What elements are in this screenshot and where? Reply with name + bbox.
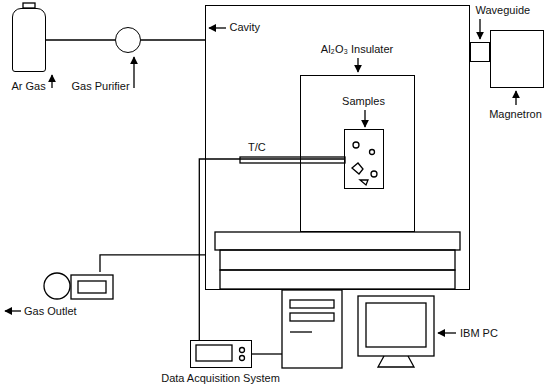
part-label: Gas Outlet xyxy=(24,305,77,318)
computer: IBM PC xyxy=(282,290,434,368)
daq-knob xyxy=(240,356,245,361)
connector-line xyxy=(141,39,205,40)
callout-arrow xyxy=(5,310,21,311)
drive-slot xyxy=(290,331,312,332)
support-band xyxy=(220,270,455,289)
sample-pieces xyxy=(352,142,377,185)
gas-cylinder: Ar Gas xyxy=(12,8,46,72)
part-label: Magnetron xyxy=(489,108,542,121)
connector-line xyxy=(100,255,205,272)
part-label: Data Acquisition System xyxy=(161,372,280,385)
monitor-stand xyxy=(378,356,414,367)
connector-line xyxy=(252,353,282,354)
part-label: Samples xyxy=(342,95,385,108)
daq-knob xyxy=(240,348,245,353)
part-label: Waveguide xyxy=(476,4,531,17)
pump-panel xyxy=(78,281,106,293)
callout-arrow xyxy=(209,27,226,28)
waveguide: Waveguide xyxy=(470,42,490,62)
part-label: Al₂O₃ Insulater xyxy=(321,43,393,56)
support-band xyxy=(215,232,460,250)
callout-arrow xyxy=(515,91,516,105)
pump-body xyxy=(71,275,113,299)
data-acquisition-box: Data Acquisition System xyxy=(190,340,252,368)
part-label: T/C xyxy=(248,141,266,154)
callout-arrow xyxy=(51,75,52,88)
part-label: IBM PC xyxy=(460,327,498,340)
part-label: Ar Gas xyxy=(12,80,46,93)
daq-screen xyxy=(196,345,232,361)
part-label: Cavity xyxy=(230,21,261,34)
magnetron: Magnetron xyxy=(490,30,544,88)
part-label: Gas Purifier xyxy=(72,80,130,93)
sample-holder: Samples xyxy=(344,129,384,189)
vacuum-pump: Gas Outlet xyxy=(40,272,115,300)
pc-tower xyxy=(282,290,342,368)
thermocouple-tube xyxy=(240,157,345,163)
support-band xyxy=(220,250,455,270)
pc-monitor xyxy=(358,296,434,356)
insulator-box: SamplesAl₂O₃ Insulater xyxy=(300,75,415,232)
connector-line xyxy=(199,159,344,340)
drive-slot xyxy=(290,313,334,321)
callout-arrow xyxy=(438,332,456,333)
callout-arrow xyxy=(357,58,358,72)
drive-slot xyxy=(290,300,334,308)
connector-line xyxy=(46,39,115,40)
pump-motor xyxy=(44,273,70,299)
pc-screen xyxy=(366,303,426,347)
callout-arrow xyxy=(364,110,365,127)
callout-arrows xyxy=(5,19,516,333)
callout-arrow xyxy=(133,57,134,88)
gas-purifier: Gas Purifier xyxy=(115,27,141,53)
callout-arrow xyxy=(479,19,480,39)
microwave-cavity: SamplesAl₂O₃ InsulaterCavity xyxy=(205,5,470,290)
